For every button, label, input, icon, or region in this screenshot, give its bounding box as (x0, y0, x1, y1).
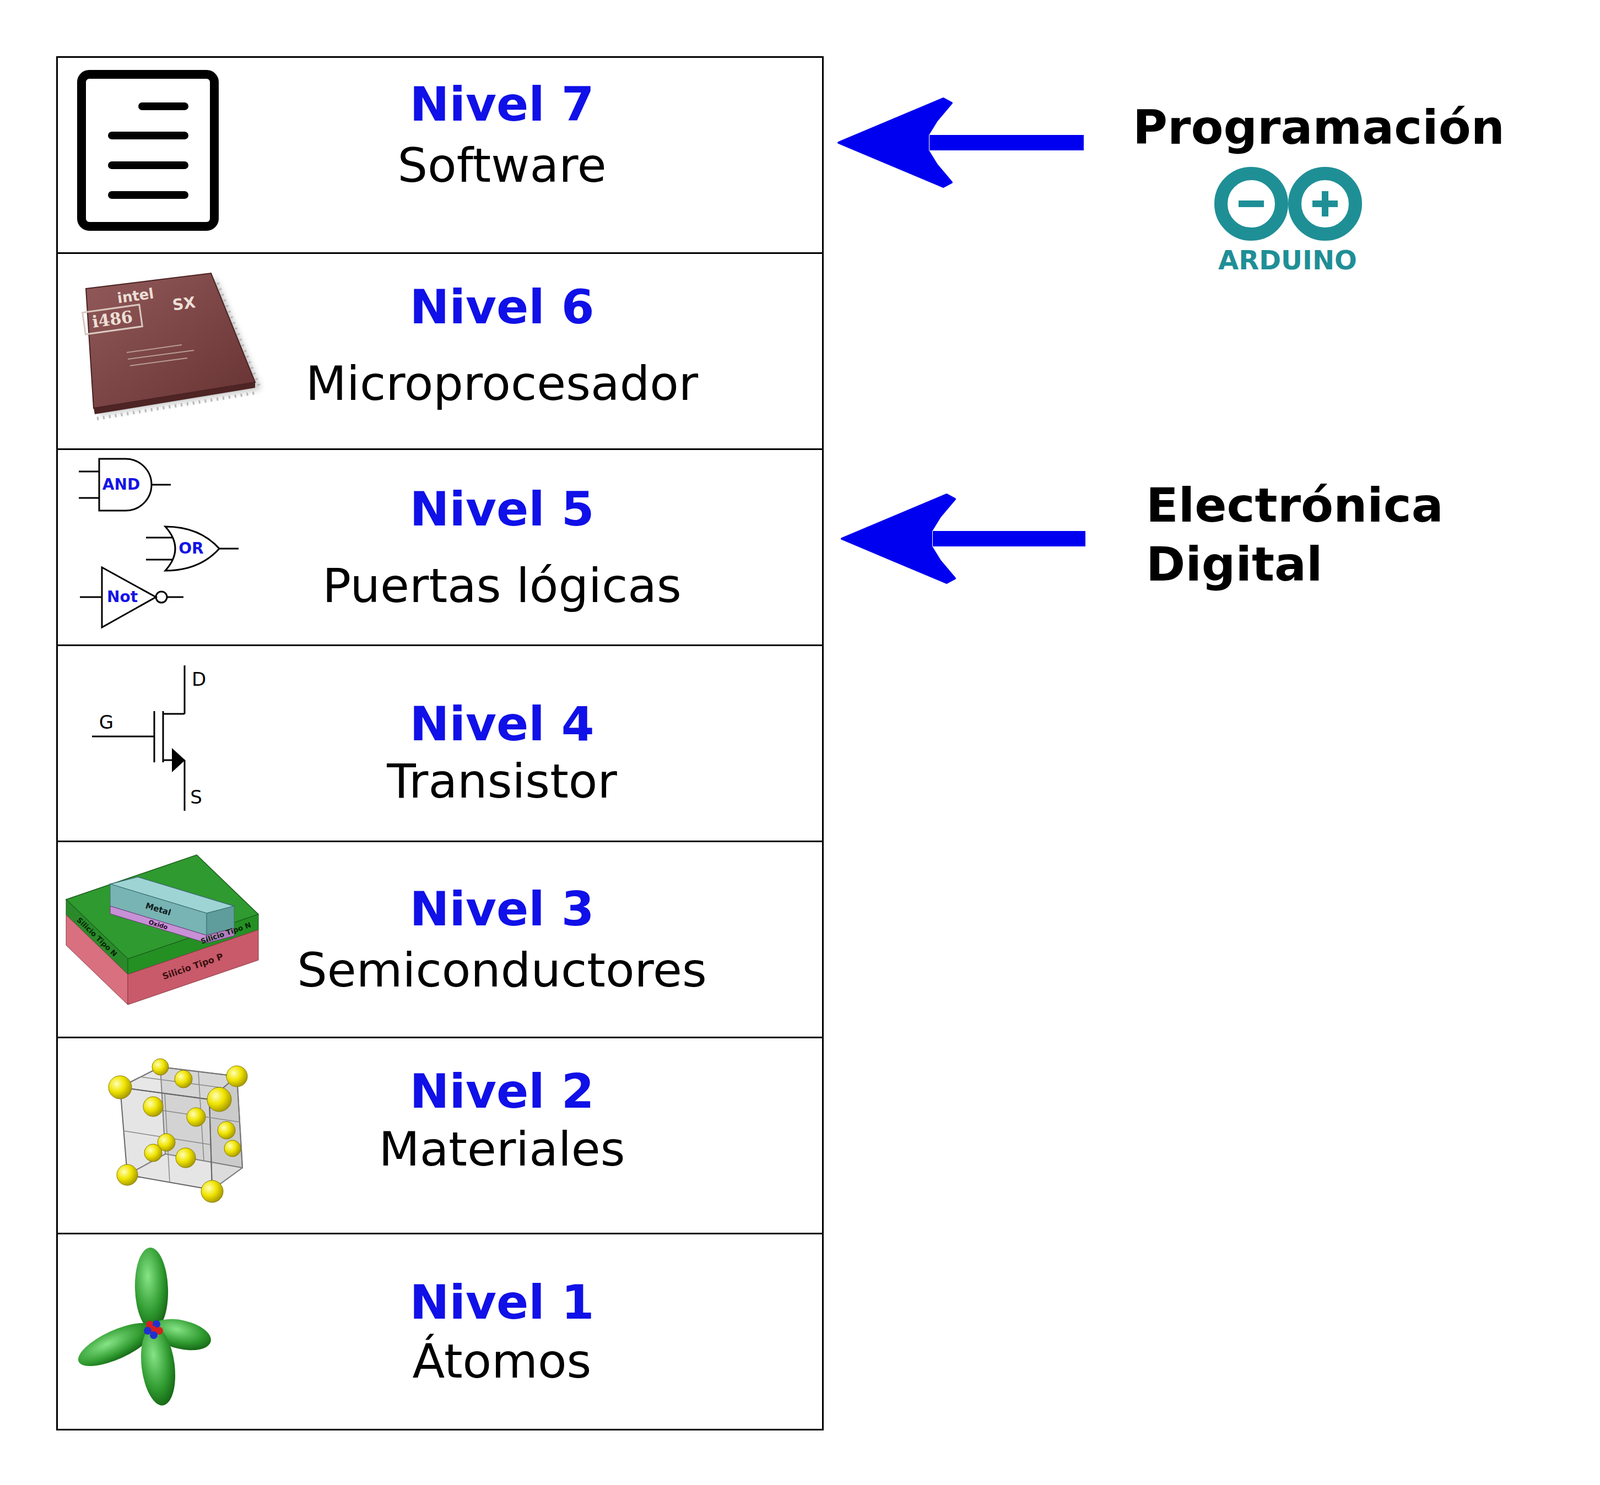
level-number: Nivel 3 (409, 882, 594, 937)
level-box: Nivel 5 Puertas lógicas (56, 448, 824, 647)
side-caption: Programación (1083, 98, 1505, 158)
side-caption: Electrónica Digital (1085, 476, 1444, 594)
level-number: Nivel 4 (409, 696, 594, 752)
arrow-head (841, 494, 955, 583)
part-label: OR (178, 541, 204, 557)
part-label: Silicio Tipo N (200, 921, 252, 945)
level-title: Átomos (412, 1334, 592, 1389)
arrow-shaft (932, 531, 1086, 547)
level-box: Nivel 4Transistor (56, 644, 824, 843)
part-label: Silicio Tipo P (161, 952, 225, 982)
mosfet-symbol (92, 665, 186, 812)
level-title: Semiconductores (296, 943, 707, 998)
document-frame (81, 74, 215, 227)
arrow-shaft (929, 134, 1084, 151)
part-label: Metal (144, 901, 172, 918)
nucleus (143, 1320, 164, 1340)
part-label: SX (171, 294, 197, 314)
level-box: Nivel 3 Semiconductores (56, 840, 824, 1039)
level-arrow (838, 98, 1084, 187)
or-gate (146, 526, 239, 571)
part-label: D (191, 669, 207, 689)
document-icon (81, 74, 215, 227)
semiconductor-block (66, 855, 259, 1005)
part-label: Not (106, 589, 138, 605)
level-box: Nivel 1Átomos (56, 1233, 824, 1431)
level-title: Microprocesador (305, 356, 699, 412)
part-label: G (99, 712, 114, 732)
arrow-head (838, 98, 952, 187)
level-number: Nivel 6 (409, 279, 594, 335)
side-title: Programación (1132, 98, 1505, 158)
level-number: Nivel 1 (409, 1275, 594, 1331)
part-label: AND (102, 477, 140, 493)
crystal-lattice (108, 1058, 248, 1203)
not-gate (79, 567, 184, 628)
chip-edge (93, 382, 256, 415)
document-lines (111, 106, 185, 196)
level-box: Nivel 7 Software (56, 56, 824, 254)
level-number: Nivel 2 (409, 1064, 594, 1120)
level-box: Nivel 2Materiales (56, 1036, 824, 1235)
arduino-logo (1220, 173, 1356, 235)
level-number: Nivel 7 (409, 77, 594, 132)
part-label: intel (116, 286, 155, 306)
chip-fine-print (126, 344, 194, 366)
part-label: Silicio Tipo N (75, 916, 119, 959)
part-label: ARDUINO (1218, 246, 1358, 274)
atomic-orbital (72, 1247, 214, 1408)
chip-pins (215, 278, 259, 386)
part-label: Oxido (147, 919, 169, 932)
part-label: i486 (90, 308, 134, 331)
chip-pins (96, 392, 257, 419)
part-label: S (190, 787, 203, 807)
level-title: Puertas lógicas (322, 558, 681, 614)
level-arrow (841, 494, 1086, 583)
chip-marking-frame (82, 304, 143, 335)
level-title: Software (397, 138, 607, 193)
level-title: Materiales (378, 1122, 625, 1177)
level-title: Transistor (386, 754, 618, 809)
and-gate (78, 458, 171, 511)
level-number: Nivel 5 (409, 482, 594, 537)
logic-gates (78, 458, 239, 628)
microprocessor-chip (82, 273, 261, 419)
level-box: Nivel 6 Microprocesador (56, 252, 824, 451)
side-title: Electrónica Digital (1146, 476, 1444, 594)
